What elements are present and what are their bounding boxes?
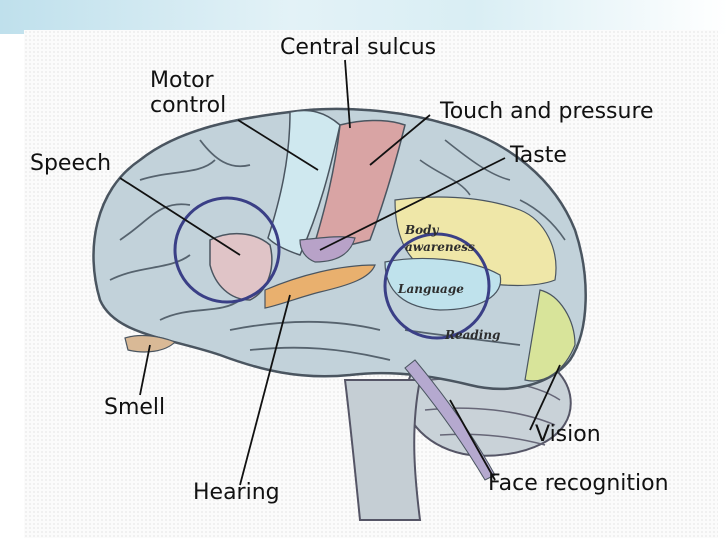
speech-region — [209, 232, 273, 301]
speech-highlight-circle — [173, 196, 281, 304]
leader-motor-control — [237, 119, 319, 171]
leader-taste — [319, 157, 506, 251]
slide-header-band — [0, 0, 728, 34]
leader-face-recognition — [449, 399, 496, 481]
brain-stem — [343, 379, 422, 521]
label-smell: Smell — [104, 395, 166, 420]
leader-vision — [529, 364, 561, 431]
label-hearing: Hearing — [193, 480, 280, 505]
label-face-recognition: Face recognition — [488, 471, 669, 496]
label-motor-control: Motor control — [150, 68, 227, 118]
label-touch-and-pressure: Touch and pressure — [440, 99, 654, 124]
leader-central-sulcus — [344, 59, 351, 129]
leader-hearing — [239, 294, 291, 486]
label-taste: Taste — [510, 143, 567, 168]
smell-region — [124, 334, 177, 353]
taste-region — [299, 236, 356, 263]
touch-pressure-cortex — [310, 119, 406, 253]
leader-speech — [119, 177, 241, 256]
label-body-awareness: Body awareness — [405, 223, 475, 254]
label-vision: Vision — [535, 422, 601, 447]
motor-cortex — [267, 109, 341, 256]
label-reading: Reading — [445, 328, 501, 342]
label-speech: Speech — [30, 151, 112, 176]
hearing-region — [264, 264, 376, 309]
vision-region — [524, 289, 576, 382]
face-recognition-region — [404, 359, 496, 481]
label-language: Language — [398, 282, 464, 296]
label-central-sulcus: Central sulcus — [280, 35, 437, 60]
language-highlight-circle — [383, 232, 491, 340]
language-region — [384, 257, 502, 311]
leader-touch-pressure — [369, 114, 431, 166]
leader-smell — [139, 344, 151, 396]
